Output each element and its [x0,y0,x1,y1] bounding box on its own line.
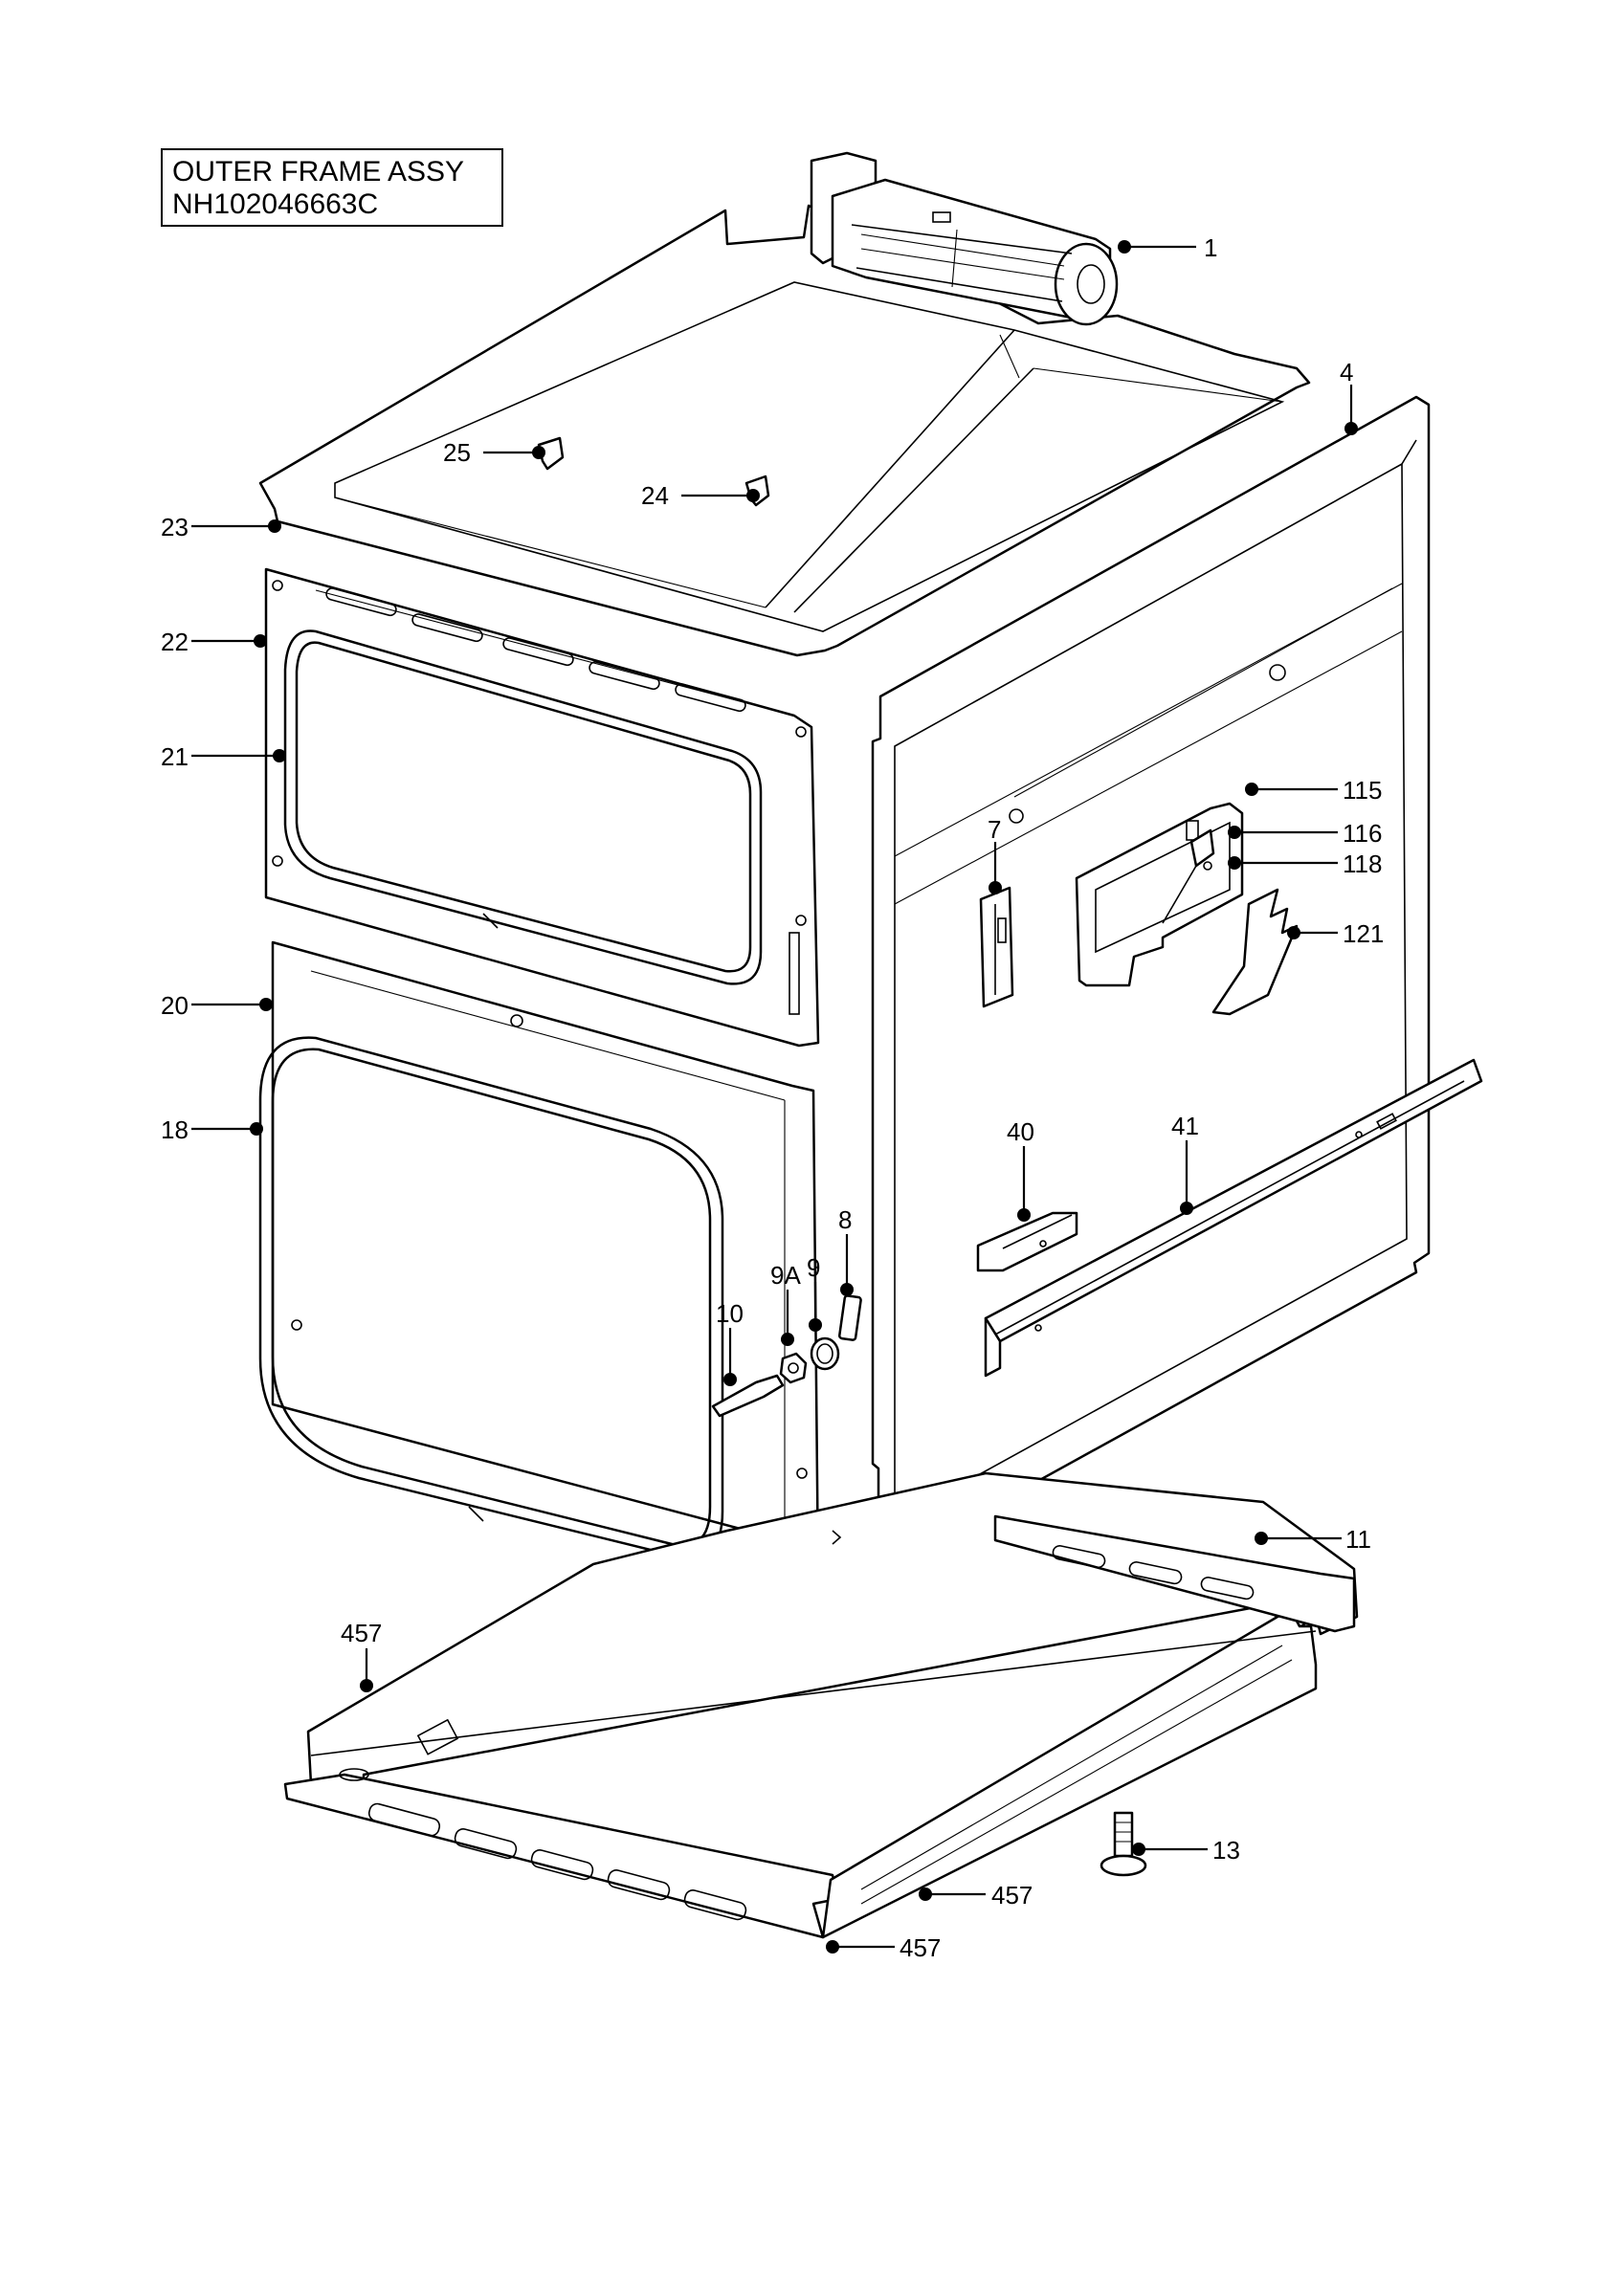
top-panel [258,204,1311,657]
callout-labels: 1 4 23 25 24 22 21 20 18 7 115 116 118 1… [161,233,1384,1962]
assembly-name: OUTER FRAME ASSY [172,156,465,188]
callout-22: 22 [161,628,189,656]
part-9a-nut [779,1352,808,1384]
callout-4: 4 [1340,358,1353,386]
part-9-ring [810,1336,840,1371]
switch-bracket-part-121 [1211,888,1299,1016]
callout-457-bottom: 457 [900,1933,941,1962]
bottom-frame [283,1471,1359,1939]
callout-9a: 9A [770,1261,801,1290]
side-rail [984,1058,1483,1378]
callout-leaders [191,240,1358,1954]
microswitch [1162,828,1215,924]
title-box: OUTER FRAME ASSY NH102046663C [161,148,503,227]
adjustable-foot [1100,1811,1147,1877]
callout-40: 40 [1007,1117,1034,1146]
callout-8: 8 [838,1205,852,1234]
bracket-part-40 [976,1211,1078,1272]
callout-1: 1 [1204,233,1217,262]
assembly-part-number: NH102046663C [172,188,379,220]
callout-116: 116 [1343,819,1382,848]
callout-121: 121 [1343,919,1384,948]
lower-door-gasket [258,1036,724,1559]
callout-41: 41 [1171,1112,1199,1140]
small-parts-cluster [711,1294,862,1418]
callout-9: 9 [807,1253,820,1282]
callout-20: 20 [161,991,189,1020]
callout-118: 118 [1343,850,1382,878]
cooling-fan [810,151,1119,326]
callout-25: 25 [443,438,471,467]
callout-457-top: 457 [341,1619,382,1647]
side-panel [871,395,1431,1571]
callout-457-right: 457 [991,1881,1033,1910]
callout-23: 23 [161,513,189,541]
callout-13: 13 [1212,1836,1240,1865]
clip-part-25 [537,436,565,471]
callout-21: 21 [161,742,189,771]
callout-7: 7 [988,815,1001,844]
upper-front-frame [264,567,820,1048]
callout-10: 10 [716,1299,744,1328]
lower-front-frame [271,940,820,1585]
upper-door-gasket [283,629,763,985]
bracket-part-7 [979,886,1014,1008]
part-8 [838,1294,862,1341]
callout-18: 18 [161,1115,189,1144]
callout-24: 24 [641,481,669,510]
callout-115: 115 [1343,776,1382,805]
part-10-screw [711,1374,785,1418]
callout-11: 11 [1345,1525,1371,1554]
